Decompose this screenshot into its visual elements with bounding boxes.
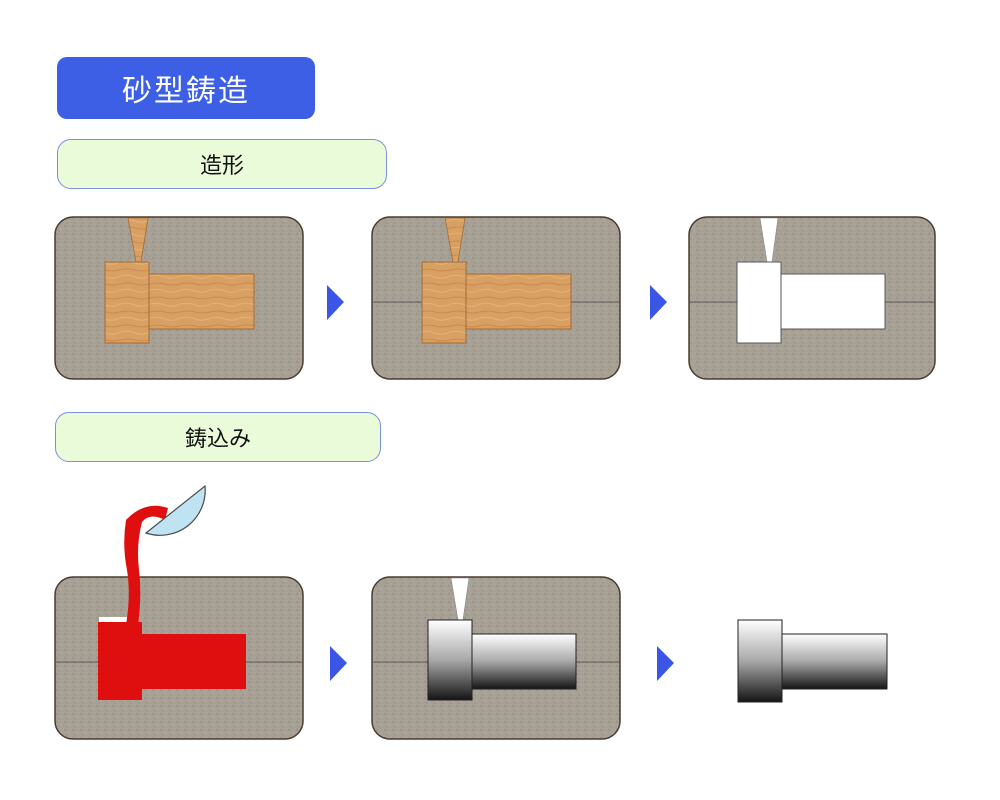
pouring-step-1 — [54, 484, 304, 740]
pouring-step-3 — [737, 619, 888, 703]
molding-step-3 — [688, 216, 936, 380]
pouring-step-2 — [371, 576, 621, 740]
molten-metal-head — [98, 622, 142, 700]
finished-casting-shaft — [778, 633, 888, 690]
wood-pattern-shaft — [147, 273, 255, 330]
arrow-right-icon — [657, 646, 674, 681]
section-label-pouring: 鋳込み — [55, 412, 381, 462]
wood-pattern-head — [104, 261, 150, 344]
mold-cavity-shaft — [778, 273, 886, 330]
molding-step-1 — [54, 216, 304, 380]
arrow-right-icon — [330, 646, 347, 681]
mold-cavity-head — [736, 261, 782, 344]
arrow-right-icon — [327, 285, 344, 320]
finished-casting-head — [737, 619, 783, 703]
section-label-molding: 造形 — [57, 139, 387, 189]
wood-pattern-shaft — [464, 273, 572, 330]
casting-head — [427, 619, 473, 701]
molding-step-2 — [371, 216, 621, 380]
ladle — [144, 484, 206, 536]
molten-metal-stream — [124, 505, 168, 625]
casting-shaft — [469, 633, 577, 690]
molten-metal-shaft — [140, 634, 246, 689]
arrow-right-icon — [650, 285, 667, 320]
wood-pattern-head — [421, 261, 467, 344]
page-title: 砂型鋳造 — [57, 57, 315, 119]
